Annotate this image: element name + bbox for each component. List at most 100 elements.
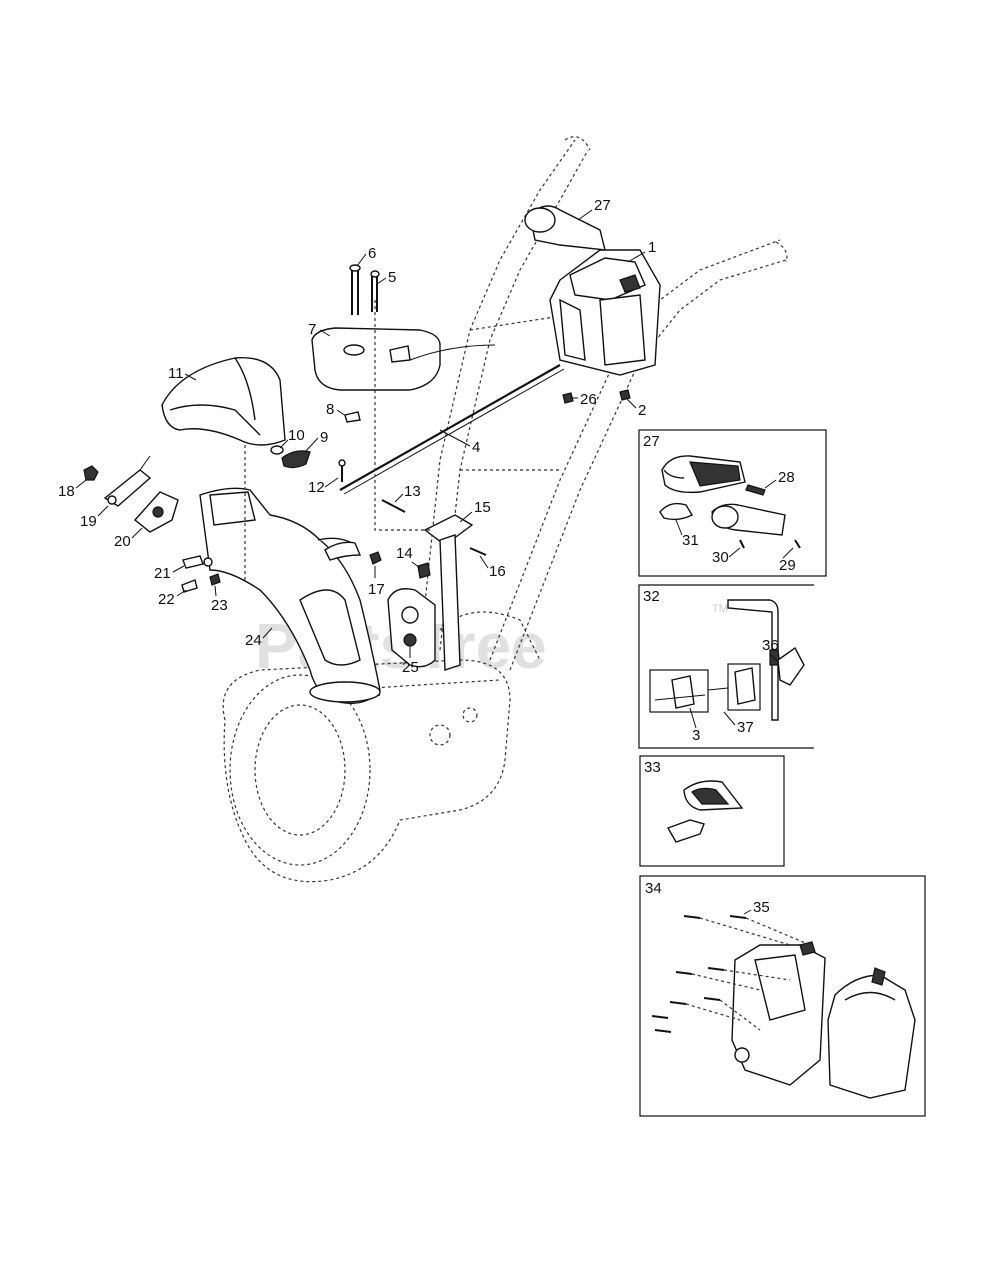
callout-1: 1 xyxy=(627,239,656,263)
svg-text:13: 13 xyxy=(404,483,421,500)
inset-27-title: 27 xyxy=(643,433,660,450)
inset-34-label-a: 35 xyxy=(753,899,770,916)
bolt-23-part[interactable] xyxy=(209,573,221,586)
svg-text:23: 23 xyxy=(211,597,228,614)
callout-4: 4 xyxy=(439,429,480,456)
joint-36-part[interactable] xyxy=(777,646,805,686)
pin-12-part[interactable] xyxy=(338,459,346,482)
callout-23: 23 xyxy=(211,585,228,614)
inset-33-title: 33 xyxy=(644,759,661,776)
callout-16: 16 xyxy=(479,555,506,580)
svg-text:27: 27 xyxy=(594,197,611,214)
nut-14-part[interactable] xyxy=(417,562,431,579)
inset-27-label-d: 29 xyxy=(779,557,796,574)
nut-18-part[interactable] xyxy=(83,465,99,481)
u-joint-3b-part[interactable] xyxy=(734,667,756,705)
hardware-21-part[interactable] xyxy=(182,555,213,569)
screws-35-part[interactable] xyxy=(651,915,747,1033)
nut-17-part[interactable] xyxy=(369,551,382,565)
bolt-13-part[interactable] xyxy=(381,499,406,513)
handle-frame-outline xyxy=(419,136,788,671)
callout-10: 10 xyxy=(279,427,305,449)
bolt-6-part[interactable] xyxy=(349,264,361,315)
fitting-part[interactable] xyxy=(666,819,705,843)
callout-15: 15 xyxy=(459,499,491,523)
svg-text:18: 18 xyxy=(58,483,75,500)
control-rod-part[interactable] xyxy=(339,344,565,495)
housing-left-part[interactable] xyxy=(731,941,826,1086)
callout-25: 25 xyxy=(402,646,419,676)
crank-rod-part[interactable] xyxy=(727,599,781,721)
grip-cover-part[interactable] xyxy=(661,455,746,494)
inset-32-label-c: 37 xyxy=(737,719,754,736)
inset-32-label-a: 36 xyxy=(762,637,779,654)
u-joint-3a-part[interactable] xyxy=(654,675,706,709)
inset-32: 32 36 3 37 xyxy=(638,584,814,749)
callout-9: 9 xyxy=(304,429,328,453)
handle-31-part[interactable] xyxy=(659,502,693,521)
callout-22: 22 xyxy=(158,589,187,608)
svg-text:16: 16 xyxy=(489,563,506,580)
svg-text:5: 5 xyxy=(388,269,396,286)
grip-30-part[interactable] xyxy=(711,503,786,536)
svg-text:11: 11 xyxy=(168,365,184,382)
callout-13: 13 xyxy=(394,483,421,503)
callout-19: 19 xyxy=(80,505,109,530)
svg-text:24: 24 xyxy=(245,632,262,649)
callout-24: 24 xyxy=(245,627,273,649)
callout-26: 26 xyxy=(572,391,597,408)
inset-33: 33 xyxy=(639,755,785,867)
svg-text:6: 6 xyxy=(368,245,376,262)
callout-12: 12 xyxy=(308,477,339,496)
hardware-26-part[interactable] xyxy=(562,392,574,404)
callout-11: 11 xyxy=(168,365,197,382)
control-housing-part[interactable] xyxy=(549,249,661,376)
svg-text:26: 26 xyxy=(580,391,597,408)
svg-text:19: 19 xyxy=(80,513,97,530)
inset-34-title: 34 xyxy=(645,880,662,897)
svg-text:7: 7 xyxy=(308,321,316,338)
svg-text:9: 9 xyxy=(320,429,328,446)
bolt-5-part[interactable] xyxy=(370,270,380,312)
callout-8: 8 xyxy=(326,401,347,418)
svg-text:10: 10 xyxy=(288,427,305,444)
svg-text:14: 14 xyxy=(396,545,413,562)
bolt-22-part[interactable] xyxy=(181,579,198,593)
hardware-8-part[interactable] xyxy=(344,411,361,423)
gear-20-part[interactable] xyxy=(133,491,179,533)
svg-text:21: 21 xyxy=(154,565,171,582)
callout-17: 17 xyxy=(368,566,385,598)
inset-32-title: 32 xyxy=(643,588,660,605)
hardware-2-part[interactable] xyxy=(619,389,631,401)
callout-5: 5 xyxy=(376,269,396,286)
screw-30-part[interactable] xyxy=(739,539,745,549)
svg-text:20: 20 xyxy=(114,533,131,550)
callout-14: 14 xyxy=(396,545,421,569)
chute-collar-part[interactable] xyxy=(324,541,362,561)
callout-7: 7 xyxy=(308,321,331,338)
svg-text:1: 1 xyxy=(648,239,656,256)
bracket-15-part[interactable] xyxy=(423,514,474,671)
inset-27-label-c: 30 xyxy=(712,549,729,566)
spring-28-part[interactable] xyxy=(745,484,766,496)
inset-27-label-b: 31 xyxy=(682,532,699,549)
housing-right-part[interactable] xyxy=(827,967,916,1099)
knob-9-part[interactable] xyxy=(281,450,311,469)
u-joint-group-a xyxy=(649,669,709,713)
inset-27-label-a: 28 xyxy=(778,469,795,486)
handle-grip-part[interactable] xyxy=(524,205,606,251)
svg-text:15: 15 xyxy=(474,499,491,516)
gearbox-25-part[interactable] xyxy=(387,588,436,668)
svg-text:17: 17 xyxy=(368,581,385,598)
cover-part[interactable] xyxy=(311,327,441,391)
callout-6: 6 xyxy=(356,245,376,267)
bracket-19-part[interactable] xyxy=(103,455,152,507)
inset-32-label-b: 3 xyxy=(692,727,700,744)
chute-deflector-part[interactable] xyxy=(161,356,286,446)
svg-text:25: 25 xyxy=(402,659,419,676)
u-joint-group-b xyxy=(727,663,761,711)
lever-plate-part[interactable] xyxy=(683,780,744,811)
pin-16-part[interactable] xyxy=(469,547,487,556)
screw-29-part[interactable] xyxy=(794,539,801,549)
